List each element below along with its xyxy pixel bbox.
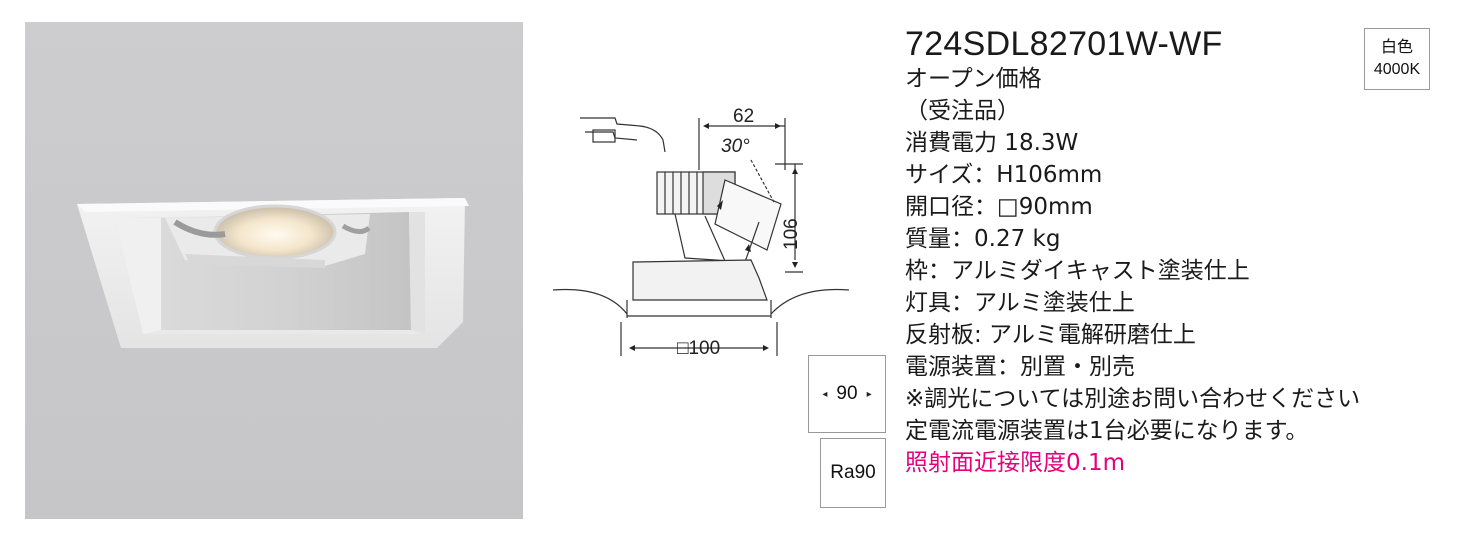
color-name: 白色	[1380, 39, 1413, 56]
arrow-left-icon: ◂	[822, 388, 828, 400]
spec-line: 開口径：□90mm	[905, 194, 1093, 220]
spec-line: 消費電力 18.3W	[905, 130, 1079, 156]
spec-line: 電源装置：別置・別売	[905, 354, 1135, 380]
arrow-left	[703, 123, 709, 129]
spec-line: 枠：アルミダイキャスト塗装仕上	[905, 258, 1250, 284]
arrow-left-bottom	[629, 345, 635, 351]
dimension-drawing: 62 30° 106 □100	[552, 106, 850, 359]
ra-value: Ra90	[830, 462, 876, 483]
cutout-badge: ◂ 90 ▸	[808, 355, 886, 433]
spec-line: ※調光については別途お問い合わせください	[905, 386, 1361, 412]
dim-angle: 30°	[721, 136, 750, 157]
color-badge: 白色 4000K	[1364, 28, 1430, 90]
dim-width: 62	[733, 106, 754, 127]
spec-line: 定電流電源装置は1台必要になります。	[905, 418, 1309, 444]
spec-block: 724SDL82701W-WF オープン価格 （受注品） 消費電力 18.3W …	[905, 25, 1445, 479]
cable-line-2	[585, 131, 638, 141]
spec-line: 反射板: アルミ電解研磨仕上	[905, 322, 1196, 348]
arrow-right	[775, 123, 781, 129]
downlight-illustration	[77, 198, 469, 348]
arrow-down	[792, 262, 798, 268]
connector	[592, 129, 616, 143]
dim-height: 106	[781, 218, 802, 250]
dim-frame: □100	[677, 338, 720, 359]
spec-line: 質量：0.27 kg	[905, 226, 1061, 252]
arrow-right-icon: ▸	[866, 388, 872, 400]
cutout-value: 90	[836, 383, 858, 404]
product-photo	[25, 22, 523, 519]
model-number: 724SDL82701W-WF	[905, 25, 1223, 63]
cable-line	[580, 117, 666, 153]
proximity-notice: 照射面近接限度0.1m	[905, 450, 1125, 476]
spec-line: （受注品）	[905, 98, 1020, 124]
spec-line: オープン価格	[905, 66, 1042, 92]
arrow-right-bottom	[763, 345, 769, 351]
color-temp: 4000K	[1373, 61, 1421, 78]
ra-badge: Ra90	[820, 438, 886, 508]
arrow-up	[792, 168, 798, 174]
spec-line: サイズ：H106mm	[905, 162, 1103, 188]
spec-line: 灯具：アルミ塗装仕上	[905, 290, 1135, 316]
